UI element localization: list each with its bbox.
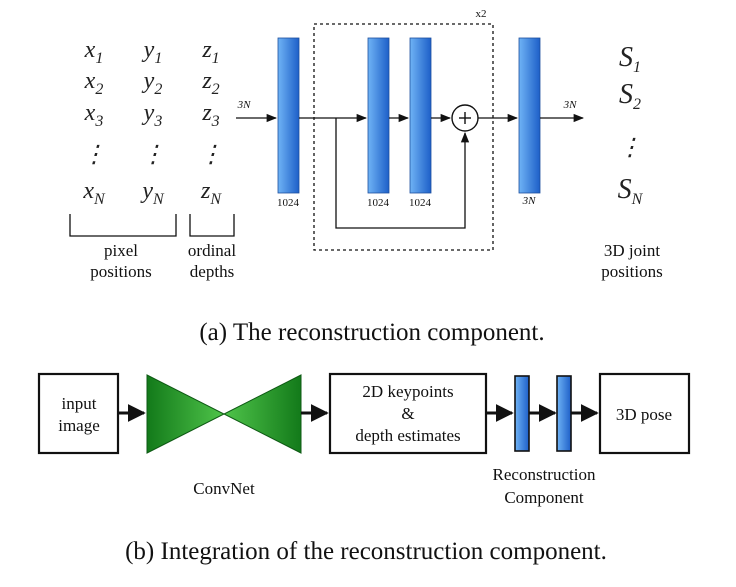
- y2-label: y2: [142, 68, 163, 98]
- input-image-line2: image: [58, 416, 100, 435]
- reconstruction-line2: Component: [504, 488, 584, 507]
- z1-label: z1: [201, 37, 219, 67]
- y1-label: y1: [142, 37, 163, 67]
- convnet-shape: [146, 374, 302, 454]
- depth-label-line1: ordinal: [188, 241, 236, 260]
- s-ellipsis: ⋮: [618, 135, 642, 161]
- residual-layer-1-label: 1024: [367, 197, 390, 209]
- keypoints-line3: depth estimates: [355, 426, 460, 445]
- residual-block-box: [313, 23, 494, 251]
- z2-label: z2: [201, 68, 219, 98]
- x1-label: x1: [84, 37, 104, 67]
- depth-bracket: [189, 214, 235, 237]
- convnet-label: ConvNet: [193, 479, 255, 498]
- output-label-line1: 3D joint: [604, 241, 660, 260]
- residual-layer-1: [367, 37, 390, 194]
- z-ellipsis: ⋮: [199, 142, 223, 168]
- yN-label: yN: [140, 178, 165, 208]
- dense-layer-1-label: 1024: [277, 197, 300, 209]
- pixel-label-line1: pixel: [104, 241, 138, 260]
- x-ellipsis: ⋮: [82, 142, 106, 168]
- keypoints-line1: 2D keypoints: [362, 382, 453, 401]
- s1-label: S1: [619, 42, 641, 76]
- caption-a: (a) The reconstruction component.: [199, 319, 544, 346]
- dense-layer-1: [277, 37, 300, 194]
- input-dim-label: 3N: [237, 99, 252, 111]
- sN-label: SN: [618, 174, 644, 208]
- z3-label: z3: [201, 100, 219, 130]
- x2-label: x2: [84, 68, 104, 98]
- x3-label: x3: [84, 100, 104, 130]
- y-ellipsis: ⋮: [141, 142, 165, 168]
- residual-layer-2-label: 1024: [409, 197, 432, 209]
- skip-connection: [335, 118, 470, 229]
- zN-label: zN: [200, 178, 222, 208]
- s-column: S1 S2 ⋮ SN: [618, 42, 644, 208]
- s2-label: S2: [619, 79, 641, 113]
- output-layer-label: 3N: [522, 195, 537, 207]
- repeat-label: x2: [476, 8, 487, 20]
- z-column: z1 z2 z3 ⋮ zN: [199, 37, 223, 208]
- output-label-line2: positions: [601, 262, 662, 281]
- input-image-box: [37, 372, 120, 455]
- caption-b: (b) Integration of the reconstruction co…: [125, 538, 607, 565]
- depth-label-line2: depths: [190, 262, 234, 281]
- sum-node: [451, 104, 479, 132]
- pixel-label-line2: positions: [90, 262, 151, 281]
- y-column: y1 y2 y3 ⋮ yN: [140, 37, 165, 208]
- xN-label: xN: [82, 178, 106, 208]
- reconstruction-line1: Reconstruction: [493, 465, 596, 484]
- input-image-line1: input: [62, 394, 97, 413]
- residual-layer-2: [409, 37, 432, 194]
- pose-box: [598, 372, 691, 455]
- recon-layer-1: [514, 375, 530, 452]
- pose-label: 3D pose: [616, 405, 672, 424]
- keypoints-line2: &: [401, 404, 414, 423]
- y3-label: y3: [142, 100, 163, 130]
- pixel-bracket: [69, 214, 177, 237]
- output-layer: [518, 37, 541, 194]
- output-dim-label: 3N: [563, 99, 578, 111]
- recon-layer-2: [556, 375, 572, 452]
- x-column: x1 x2 x3 ⋮ xN: [82, 37, 106, 208]
